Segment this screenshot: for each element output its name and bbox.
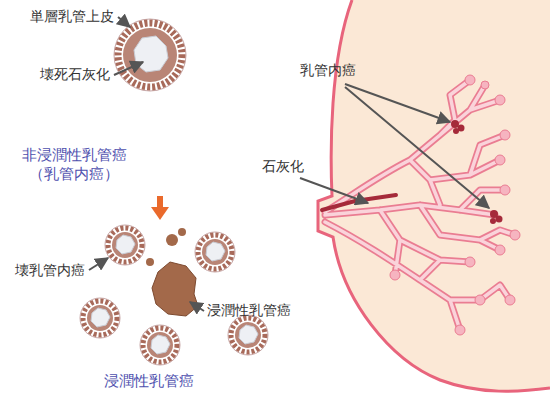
panel-caption: 非浸潤性乳管癌 （乳管内癌） (18, 146, 130, 184)
part-label: 壊死石灰化 (40, 66, 110, 84)
part-label: 浸潤性乳管癌 (207, 302, 291, 320)
panel-caption: 浸潤性乳管癌 (104, 372, 194, 391)
part-label: 乳管内癌 (300, 62, 356, 80)
part-label: 壊乳管内癌 (15, 262, 85, 280)
part-label: 石灰化 (262, 158, 304, 176)
part-label: 単層乳管上皮 (30, 8, 114, 26)
